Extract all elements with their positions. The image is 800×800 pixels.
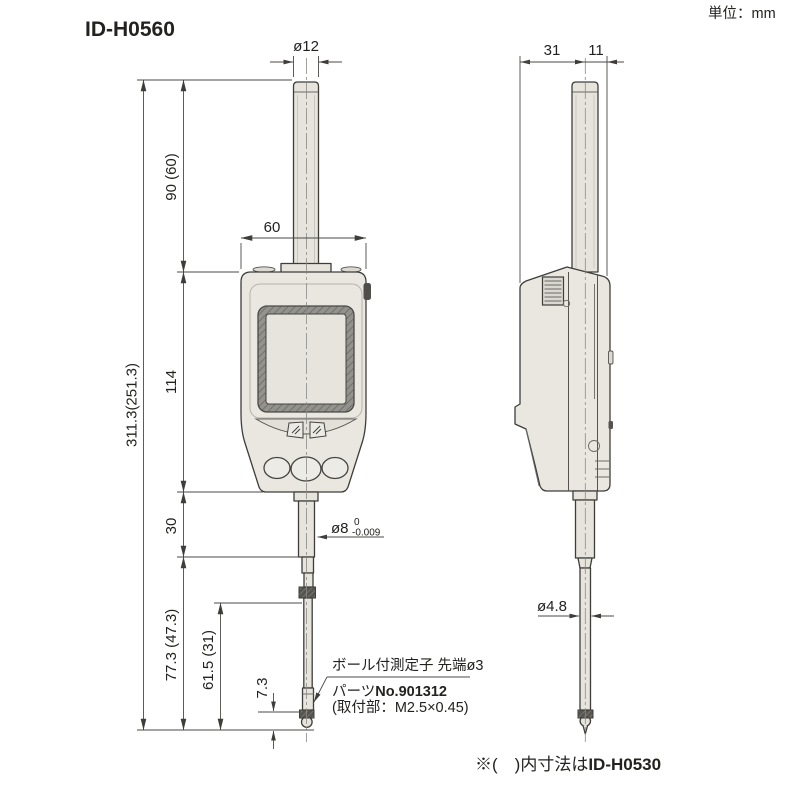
front-lower-spindle [293,491,319,728]
display-screen [265,313,347,405]
callout-line2-normal: パーツ [332,683,375,700]
side-set-button [363,283,371,300]
button-center [290,456,322,482]
dim-body-width: 60 [264,219,281,236]
lcd-display [257,305,355,413]
front-buttons [263,456,349,482]
button-right [321,456,349,480]
side-body [514,266,614,492]
knurled-ring [298,586,316,599]
stem-dia-nominal: ø8 [331,520,349,537]
button-left [263,456,291,480]
dim-stem-dia: ø8 0 -0.009 [331,517,381,539]
front-upper-spindle [292,81,320,273]
dim-depth-front: 11 [588,42,604,59]
callout-line2: パーツNo.901312 [332,683,447,700]
side-button-upper [608,350,614,365]
rocker-glyph-right [312,425,322,435]
callout-line3: (取付部：M2.5×0.45) [332,699,469,716]
stem-dia-tol-lower: -0.009 [352,528,381,539]
side-screw [588,440,600,452]
dim-upper-spindle: 90 (60) [163,153,180,201]
callout-line2-part-number: No.901312 [375,684,447,700]
rocker-area [254,418,358,439]
footnote-normal: ※( )内寸法は [475,755,588,774]
callout-line1: ボール付測定子 先端ø3 [332,657,483,674]
rocker-glyph-left [291,425,301,435]
footnote-model: ID-H0530 [588,755,661,774]
drawing-title: ID-H0560 [85,18,175,41]
front-dimensions: 311.3(251.3) 90 (60) 114 30 77.3 (47.3) … [124,38,384,749]
dim-lower-spindle: 77.3 (47.3) [163,609,180,682]
connector-cover [595,460,609,478]
dim-overall-length: 311.3(251.3) [124,363,141,447]
rocker-button-right [309,421,327,439]
dim-body-height: 114 [163,370,180,394]
thumb-roller [541,276,571,308]
dim-rod-dia: ø4.8 [537,598,567,615]
side-dimensions: 31 11 ø4.8 [519,42,624,619]
unit-label: 単位：mm [708,5,776,22]
front-panel-inset [249,283,363,419]
dim-contact-point: 7.3 [254,678,271,699]
dim-depth-back: 31 [544,42,561,59]
front-view [240,58,371,742]
footnote: ※( )内寸法はID-H0530 [475,755,661,774]
side-view [514,58,614,742]
spindle-boss [280,262,332,274]
dim-lower-stem: 30 [163,518,180,535]
contact-point-callout: ボール付測定子 先端ø3 パーツNo.901312 (取付部：M2.5×0.45… [313,657,483,716]
dim-spindle-dia-top: ø12 [293,38,319,55]
side-button-lower [608,421,613,429]
stem-dia-tol-upper: 0 [354,517,360,528]
dim-rod-length: 61.5 (31) [200,630,217,690]
